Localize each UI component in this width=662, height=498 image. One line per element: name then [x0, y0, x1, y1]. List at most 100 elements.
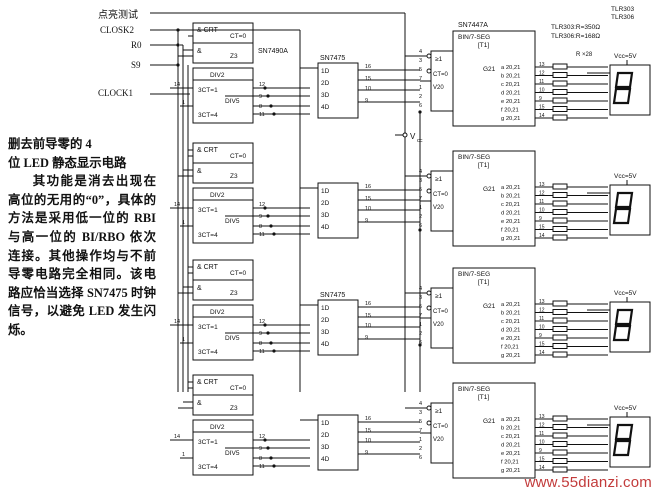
digit-3-out-pin-5: 15 [539, 342, 545, 348]
digit-4-resistor-1 [552, 424, 568, 430]
digit-2-dec-pin-3: 7 [419, 196, 422, 202]
digit-1-ct0-label: CT=0 [230, 33, 246, 40]
digit-3-seven-seg-digit [612, 308, 634, 342]
digit-2-and-label: & [197, 168, 202, 175]
vcc-label: V [410, 132, 416, 141]
digit-3-pin16: 16 [365, 301, 371, 307]
digit-4-out-pin-6: 14 [539, 465, 545, 471]
digit-1-seg-2: c 20,21 [501, 82, 520, 88]
junction-dot [272, 464, 276, 468]
digit-4-pin8: 8 [259, 456, 262, 462]
digit-4-out-pin-2: 11 [539, 431, 544, 437]
digit-2-latch-d3: 3D [321, 212, 330, 219]
digit-1-z3-label: Z3 [230, 53, 238, 60]
watermark: www.55dianzi.com [524, 474, 652, 491]
input-clock2-label: CLOSK2 [100, 25, 135, 35]
vcc-terminal [402, 132, 408, 138]
digit-1-dec-pin-5: 2 [419, 94, 422, 100]
digit-3-latch-d1: 1D [321, 305, 330, 312]
digit-1-pin16: 16 [365, 64, 371, 70]
digit-3-resistor-6 [552, 351, 568, 358]
digit-3-v20-label: V20 [433, 322, 444, 328]
digit-1-ge1-label: ≥1 [435, 56, 443, 63]
digit-4-latch-d1: 1D [321, 420, 330, 427]
input-clock1-label: CLOCK1 [98, 88, 134, 98]
digit-1-seg-6: g 20,21 [501, 116, 520, 122]
digit-2-dec-pin-0: 4 [419, 169, 422, 175]
digit-2-dec-pin-2: 5 [419, 187, 422, 193]
digit-3-sn7475-name: SN7475 [320, 292, 345, 299]
junction-dot [272, 349, 276, 353]
digit-4-dec-pin-3: 7 [419, 428, 422, 434]
junction-dot [263, 323, 267, 327]
digit-2-bin7seg-label: BIN/7-SEG [458, 154, 490, 161]
digit-4-out-pin-4: 9 [539, 448, 542, 454]
digit-1-seven-seg-digit [612, 71, 634, 105]
digit-4-seg-1: b 20,21 [501, 426, 520, 432]
digit-2-dec-pin-5: 2 [419, 214, 422, 220]
digit-3-resistor-3 [552, 326, 568, 332]
digit-4-latch-d2: 2D [321, 432, 330, 439]
digit-4-crt-label: & CRT [197, 379, 219, 386]
digit-2-resistor-6 [552, 234, 568, 241]
digit-1-pin9: 9 [259, 94, 262, 100]
digit-1-resistor-0 [552, 63, 568, 70]
digit-4-disp-vcc: Vcc=5V [614, 405, 637, 412]
digit-2-display-box [609, 184, 651, 236]
digit-4-out-pin-5: 15 [539, 457, 545, 463]
digit-1-sn7475-name: SN7475 [320, 55, 345, 62]
digit-1-out-pin-0: 13 [539, 62, 545, 68]
digit-4-resistor-0 [552, 415, 568, 422]
digit-2-seg-3: d 20,21 [501, 211, 520, 217]
digit-3-latch-d4: 4D [321, 341, 330, 348]
digit-4-t1-label: [T1] [478, 394, 489, 401]
digit-4-and-label: & [197, 400, 202, 407]
digit-1-seg-3: d 20,21 [501, 91, 520, 97]
digit-2-out-pin-3: 10 [539, 208, 545, 214]
digit-2-pin10: 10 [365, 206, 371, 212]
digit-2-seg-6: g 20,21 [501, 236, 520, 242]
digit-3-out-pin-0: 13 [539, 299, 545, 305]
digit-1-pin14: 14 [174, 82, 180, 88]
digit-2-ct0-label: CT=0 [230, 153, 246, 160]
digit-1-out-pin-1: 12 [539, 71, 545, 77]
digit-4-ct1-label: 3CT=1 [198, 439, 218, 446]
digit-4-seg-2: c 20,21 [501, 434, 520, 440]
digit-4-dec-pin-0: 4 [419, 401, 422, 407]
digit-3-dec-pin-4: 1 [419, 322, 422, 328]
digit-3-seg-2: c 20,21 [501, 319, 520, 325]
digit-3-crt-label: & CRT [197, 264, 219, 271]
digit-4-div5-label: DIV5 [225, 450, 240, 457]
digit-1-bin7seg-label: BIN/7-SEG [458, 34, 490, 41]
digit-3-ct4-label: 3CT=4 [198, 349, 218, 356]
digit-3-seg-5: f 20,21 [501, 345, 519, 351]
digit-1-disp-vcc: Vcc=5V [614, 53, 637, 60]
digit-1-latch-d4: 4D [321, 104, 330, 111]
digit-1-pin12: 12 [259, 82, 265, 88]
digit-3-pin14: 14 [174, 319, 180, 325]
inversion-bubble [426, 305, 432, 311]
digit-3-pin9: 9 [259, 331, 262, 337]
digit-4-ge1-label: ≥1 [435, 408, 443, 415]
digit-4-pin12: 12 [259, 434, 265, 440]
digit-3-dec-pin-0: 4 [419, 286, 422, 292]
digit-2-resistor-1 [552, 192, 568, 198]
digit-2-g21-label: G21 [483, 186, 496, 193]
digit-2-resistor-5 [552, 226, 568, 232]
digit-3-resistor-1 [552, 309, 568, 315]
junction-dot [418, 110, 422, 114]
digit-4-resistor-6 [552, 466, 568, 473]
input-r0-label: R0 [131, 40, 142, 50]
digit-4-pin9: 9 [259, 446, 262, 452]
digit-3-out-pin-6: 14 [539, 350, 545, 356]
digit-2-dec-pin-1: 3 [419, 178, 422, 184]
digit-2-ge1-label: ≥1 [435, 176, 443, 183]
digit-2-ct1-label: 3CT=1 [198, 207, 218, 214]
digit-1-out-pin-5: 15 [539, 105, 545, 111]
digit-3-latch-d3: 3D [321, 329, 330, 336]
digit-2-resistor-4 [552, 217, 568, 224]
digit-3-pin1: 1 [182, 337, 185, 343]
digit-3-decoder-box [452, 267, 536, 364]
